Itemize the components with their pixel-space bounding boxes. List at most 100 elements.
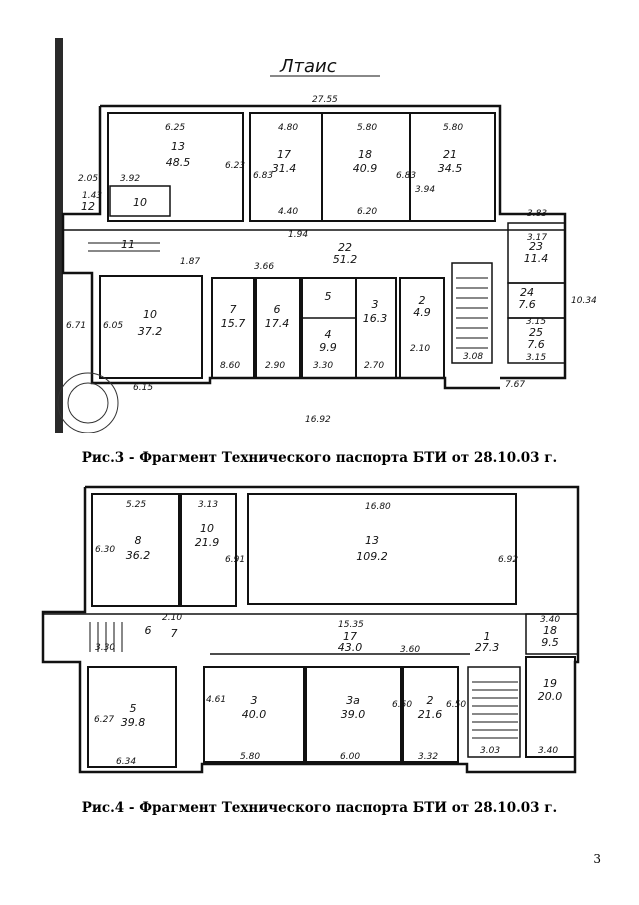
dim-label: 2.90 — [265, 361, 285, 371]
room-area: 109.2 — [356, 550, 388, 563]
dim-label: 6.50 — [446, 700, 466, 710]
dim-label: 27.55 — [312, 95, 338, 105]
dim-label: 3.08 — [463, 352, 483, 362]
dim-label: 3.40 — [540, 615, 560, 625]
dim-label: 2.10 — [162, 613, 182, 623]
dim-label: 6.20 — [357, 207, 377, 217]
dim-label: 2.10 — [410, 344, 430, 354]
dim-label: 1.43 — [82, 191, 102, 201]
room-number: 13 — [365, 534, 379, 547]
dim-label: 3.30 — [95, 643, 115, 653]
handwritten-title: Лтаис — [279, 56, 337, 77]
dim-label: 3.83 — [527, 209, 547, 219]
dim-label: 7.67 — [505, 380, 525, 390]
dim-label: 6.00 — [340, 752, 360, 762]
dim-label: 3.92 — [120, 174, 140, 184]
room-number: 4 — [325, 328, 332, 341]
dim-label: 3.66 — [254, 262, 274, 272]
room-number: 7 — [230, 303, 237, 316]
plan1-walls — [61, 104, 567, 390]
dim-label: 16.80 — [365, 502, 391, 512]
dim-label: 3.60 — [400, 645, 420, 655]
floor-plan-fig3-drawing: Лтаис — [55, 38, 597, 433]
room-area: 43.0 — [338, 641, 363, 654]
dim-label: 3.30 — [313, 361, 333, 371]
dim-label: 4.61 — [206, 695, 226, 705]
room-area: 7.6 — [518, 298, 536, 311]
dim-label: 6.92 — [498, 555, 518, 565]
figure-caption-3: Рис.3 - Фрагмент Технического паспорта Б… — [81, 450, 558, 466]
room-number: 17 — [343, 630, 357, 643]
room-number: 22 — [338, 241, 352, 254]
plan2-room-labels: 8 36.2 10 21.9 13 109.2 17 43.0 1 27.3 1… — [121, 522, 563, 729]
room-number: 5 — [325, 290, 332, 303]
room-area: 17.4 — [265, 317, 290, 330]
dim-label: 6.83 — [253, 171, 273, 181]
dim-label: 6.91 — [225, 555, 245, 565]
dim-label: 6.15 — [133, 383, 153, 393]
scan-shadow — [55, 38, 63, 433]
dim-label: 6.71 — [66, 321, 86, 331]
room-number: 10 — [133, 196, 147, 209]
room-number: 1 — [484, 630, 491, 643]
dim-label: 3.40 — [538, 746, 558, 756]
room-area: 4.9 — [413, 306, 431, 319]
dim-label: 1.87 — [180, 257, 200, 267]
dim-label: 3.32 — [418, 752, 438, 762]
dim-label: 6.83 — [396, 171, 416, 181]
dim-label: 5.80 — [240, 752, 260, 762]
dim-label: 6.05 — [103, 321, 123, 331]
dim-label: 2.05 — [78, 174, 98, 184]
dim-label: 4.40 — [278, 207, 298, 217]
room-number: 3 — [372, 298, 379, 311]
plan2-stair-hatching — [89, 622, 518, 739]
room-number: 7 — [171, 627, 178, 640]
dim-label: 10.34 — [571, 296, 597, 306]
room-area: 9.5 — [541, 636, 559, 649]
room-area: 36.2 — [126, 549, 151, 562]
room-area: 39.0 — [341, 708, 366, 721]
dim-label: 5.80 — [357, 123, 377, 133]
room-area: 15.7 — [221, 317, 246, 330]
room-number: 25 — [529, 326, 543, 339]
room-area: 31.4 — [272, 162, 297, 175]
floor-plan-fig4: 5.25 3.13 16.80 15.35 3.40 6.30 6.91 6.9… — [0, 482, 639, 782]
dim-label: 6.23 — [225, 161, 245, 171]
dim-label: 3.15 — [526, 353, 546, 363]
dim-label: 3.15 — [526, 317, 546, 327]
dim-label: 4.80 — [278, 123, 298, 133]
bti-stamp — [57, 372, 119, 433]
room-number: 10 — [143, 308, 157, 321]
room-area: 16.3 — [363, 312, 388, 325]
room-area: 21.9 — [195, 536, 220, 549]
floor-plan-fig4-drawing: 5.25 3.13 16.80 15.35 3.40 6.30 6.91 6.9… — [41, 485, 580, 774]
room-number: 10 — [200, 522, 214, 535]
page-number: 3 — [593, 852, 601, 866]
dim-label: 3.17 — [527, 233, 547, 243]
room-area: 37.2 — [138, 325, 163, 338]
dim-label: 6.25 — [165, 123, 185, 133]
dim-label: 1.94 — [288, 230, 308, 240]
figure-caption-4: Рис.4 - Фрагмент Технического паспорта Б… — [81, 800, 558, 816]
plan2-dimensions: 5.25 3.13 16.80 15.35 3.40 6.30 6.91 6.9… — [94, 500, 560, 767]
plan1-room-labels: 13 48.5 17 31.4 18 40.9 21 34.5 12 10 11… — [81, 140, 548, 354]
dim-label: 6.30 — [95, 545, 115, 555]
dim-label: 6.34 — [116, 757, 136, 767]
room-area: 11.4 — [524, 252, 549, 265]
room-area: 39.8 — [121, 716, 146, 729]
dim-label: 6.27 — [94, 715, 114, 725]
room-number: 5 — [130, 702, 137, 715]
plan2-walls — [41, 485, 580, 774]
floor-plan-fig3: Лтаис — [0, 38, 639, 433]
room-number: 19 — [543, 677, 557, 690]
dim-label: 2.70 — [364, 361, 384, 371]
dim-label: 8.60 — [220, 361, 240, 371]
room-number: 2 — [419, 294, 426, 307]
room-number: 6 — [145, 624, 152, 637]
room-number: 8 — [135, 534, 142, 547]
dim-label: 15.35 — [338, 620, 364, 630]
room-number: 6 — [274, 303, 281, 316]
dim-label: 3.13 — [198, 500, 218, 510]
dim-label: 6.50 — [392, 700, 412, 710]
plan1-dimensions: 27.55 16.92 6.25 4.80 5.80 5.80 3.92 4.4… — [66, 95, 597, 425]
